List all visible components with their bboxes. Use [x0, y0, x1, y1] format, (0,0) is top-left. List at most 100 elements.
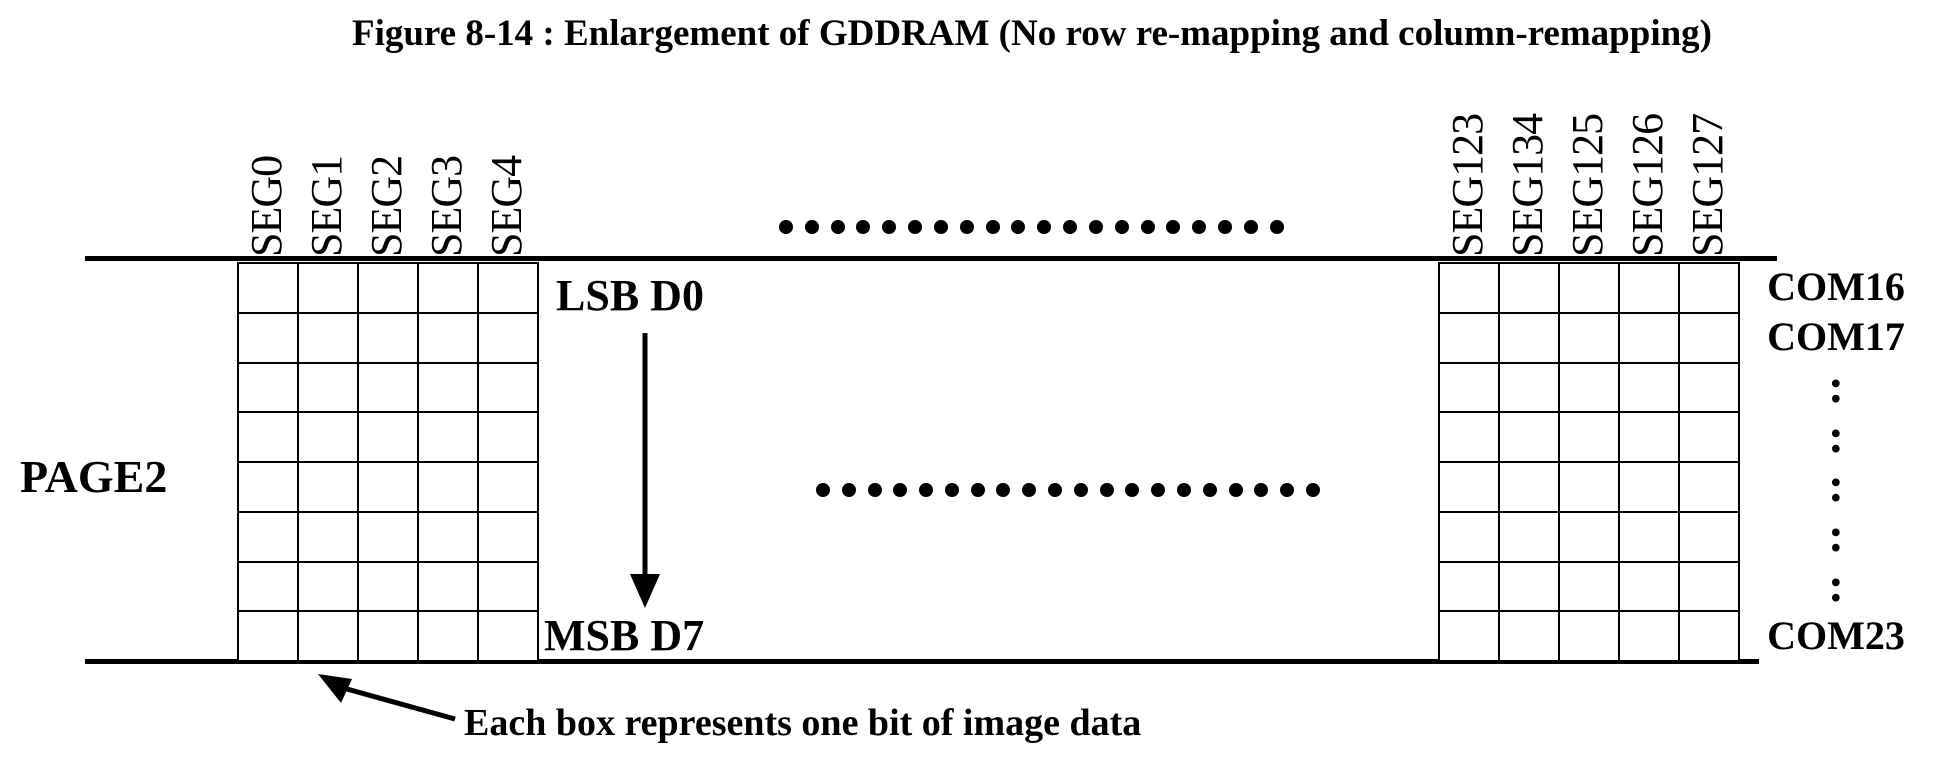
bit-cell	[1439, 511, 1499, 562]
ellipsis-dot	[1305, 483, 1320, 497]
bit-cell	[1499, 263, 1559, 313]
bit-cell	[418, 611, 478, 661]
bit-cell	[1559, 263, 1619, 313]
ellipsis-dot	[1048, 483, 1063, 497]
bit-cell	[1439, 412, 1499, 462]
bit-cell	[1619, 511, 1679, 562]
bit-cell	[1619, 611, 1679, 661]
bit-cell	[1499, 611, 1559, 661]
ellipsis-dot	[944, 483, 959, 497]
ellipsis-dot	[919, 483, 934, 497]
bit-cell	[418, 263, 478, 313]
bit-cell	[1679, 611, 1739, 661]
bit-cell	[478, 263, 538, 313]
bit-cell	[298, 263, 358, 313]
bit-cell	[478, 412, 538, 462]
bit-cell	[1559, 362, 1619, 413]
bit-cell	[238, 412, 298, 462]
bit-cell	[418, 412, 478, 462]
ellipsis-dot	[1192, 220, 1207, 234]
bit-cell	[1439, 362, 1499, 413]
bit-cell	[1439, 561, 1499, 612]
ellipsis-dot	[882, 220, 897, 234]
ellipsis-dot	[893, 483, 908, 497]
left-bit-grid	[237, 262, 539, 662]
seg-label: SEG3	[422, 155, 471, 257]
right-bit-grid	[1438, 262, 1740, 662]
ellipsis-dot	[816, 483, 830, 497]
bit-cell	[478, 611, 538, 661]
ellipsis-dot	[867, 483, 882, 497]
bit-cell	[238, 611, 298, 661]
com-ellipsis: :	[1828, 509, 1844, 563]
com-ellipsis: :	[1828, 558, 1844, 612]
bit-cell	[1499, 561, 1559, 612]
bit-cell	[238, 263, 298, 313]
ellipsis-dot	[1228, 483, 1243, 497]
ellipsis-dot	[841, 483, 856, 497]
ellipsis-dot	[1269, 220, 1284, 234]
ellipsis-dot	[1073, 483, 1088, 497]
bit-cell	[478, 511, 538, 562]
ellipsis-dot	[1063, 220, 1078, 234]
ellipsis-dot	[985, 220, 1000, 234]
bit-cell	[1619, 561, 1679, 612]
ellipsis-dot	[1254, 483, 1269, 497]
bit-cell	[418, 561, 478, 612]
com-ellipsis: :	[1828, 359, 1844, 413]
seg-label: SEG127	[1683, 113, 1732, 257]
ellipsis-dot	[1218, 220, 1233, 234]
ellipsis-dot	[1011, 220, 1026, 234]
bit-cell	[358, 312, 418, 363]
ellipsis-dot	[933, 220, 948, 234]
bit-cell	[298, 611, 358, 661]
figure-title: Figure 8-14 : Enlargement of GDDRAM (No …	[351, 13, 1713, 54]
bit-cell	[298, 362, 358, 413]
ellipsis-dot	[1125, 483, 1140, 497]
ellipsis-dot	[1280, 483, 1295, 497]
bit-cell	[298, 511, 358, 562]
msb-d7-label: MSB D7	[544, 611, 705, 660]
bit-cell	[1559, 511, 1619, 562]
ellipsis-dot	[804, 220, 819, 234]
ellipsis-dot	[1151, 483, 1166, 497]
bit-cell	[478, 312, 538, 363]
bit-cell	[478, 362, 538, 413]
bit-cell	[238, 462, 298, 512]
ellipsis-dot	[856, 220, 871, 234]
bit-cell	[1619, 312, 1679, 363]
bit-cell	[418, 462, 478, 512]
ellipsis-dot	[1114, 220, 1129, 234]
bit-cell	[478, 462, 538, 512]
bit-cell	[1619, 412, 1679, 462]
ellipsis-dot	[1202, 483, 1217, 497]
bit-cell	[358, 362, 418, 413]
com-ellipsis: :	[1828, 409, 1844, 463]
bit-cell	[1559, 312, 1619, 363]
seg-label: SEG126	[1623, 113, 1672, 257]
seg-label: SEG123	[1443, 113, 1492, 257]
ellipsis-dot	[779, 220, 793, 234]
ellipsis-dot	[1037, 220, 1052, 234]
bit-cell	[1559, 561, 1619, 612]
bit-cell	[1679, 362, 1739, 413]
ellipsis-dot	[1140, 220, 1155, 234]
bit-cell	[1499, 362, 1559, 413]
bit-cell	[1679, 511, 1739, 562]
bit-cell	[1499, 462, 1559, 512]
bottom-border-line	[85, 659, 1759, 664]
lsb-d0-label: LSB D0	[556, 271, 704, 320]
ellipsis-dot	[1166, 220, 1181, 234]
bit-cell	[1619, 362, 1679, 413]
seg-label: SEG0	[242, 155, 291, 257]
annotation-arrow-shaft	[335, 683, 456, 722]
bit-cell	[1679, 312, 1739, 363]
bit-cell	[1619, 263, 1679, 313]
bit-cell	[238, 312, 298, 363]
bit-cell	[418, 511, 478, 562]
bit-cell	[298, 312, 358, 363]
seg-label: SEG1	[302, 155, 351, 257]
bit-cell	[1559, 462, 1619, 512]
ellipsis-dot	[1022, 483, 1037, 497]
